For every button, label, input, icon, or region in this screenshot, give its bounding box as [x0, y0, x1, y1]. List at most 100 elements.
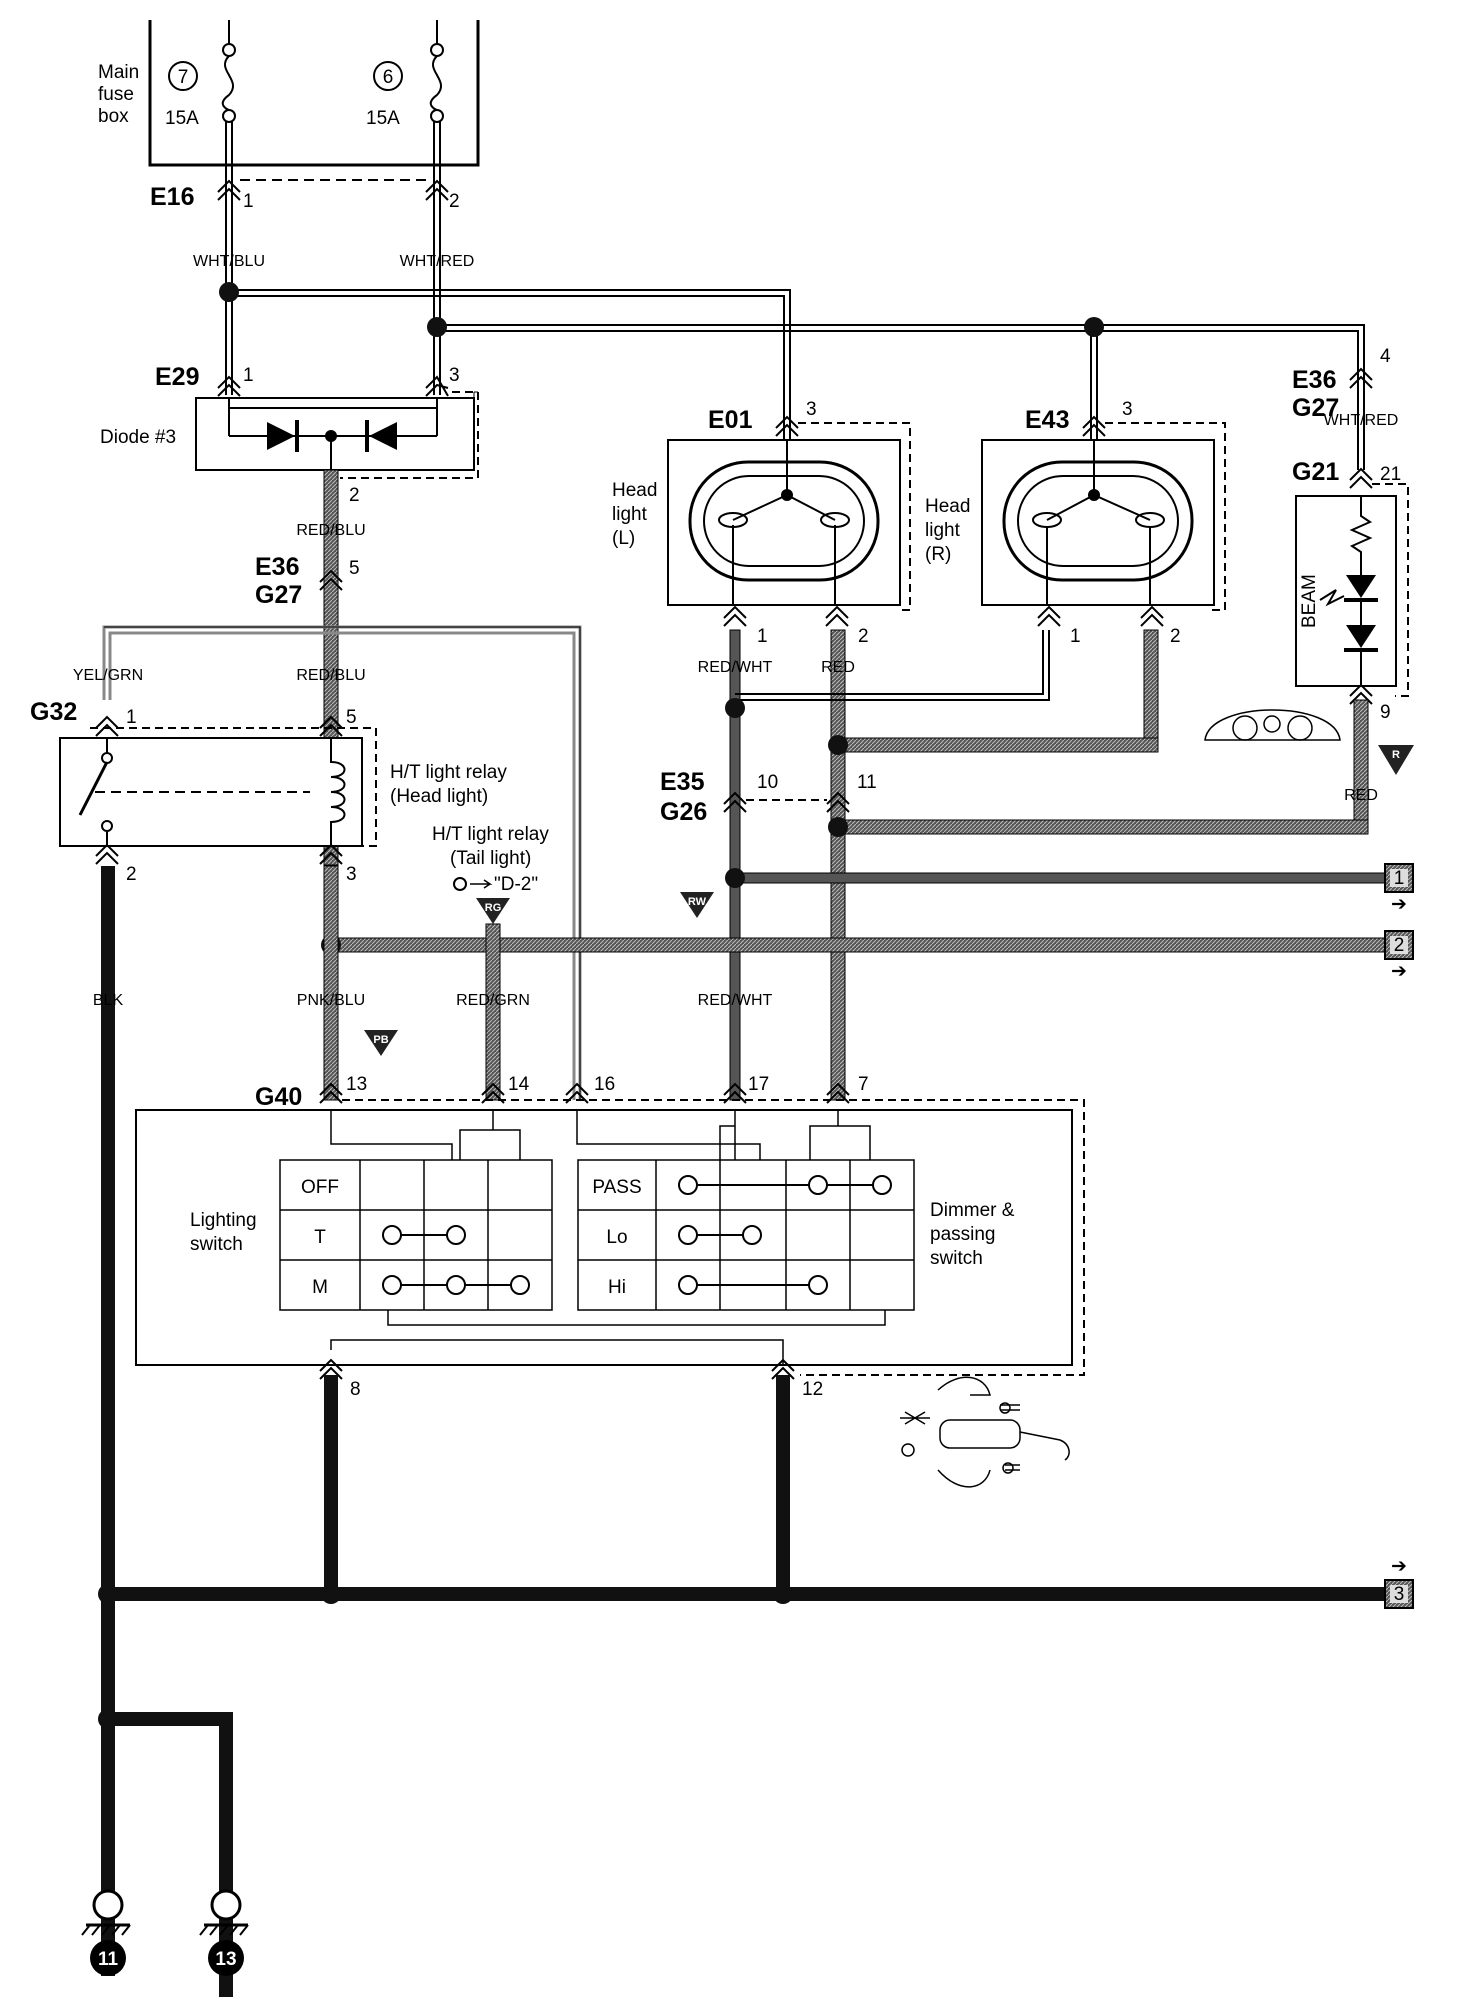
svg-text:E43: E43 [1025, 406, 1069, 434]
junction [828, 735, 848, 755]
led-2 [1346, 625, 1376, 648]
connector-e29: E29 1 3 [155, 363, 460, 397]
junction [828, 817, 848, 837]
diode-symbol-left [267, 422, 295, 450]
resistor [1349, 496, 1373, 575]
junction [219, 282, 239, 302]
svg-text:14: 14 [508, 1074, 530, 1095]
headlight-r-label-2: light [925, 520, 961, 541]
svg-text:PB: PB [373, 1034, 388, 1046]
svg-text:R: R [1392, 749, 1400, 761]
svg-text:11: 11 [857, 772, 877, 793]
wire-label-yel-grn: YEL/GRN [73, 667, 143, 684]
dimmer-row-pass: PASS [592, 1177, 641, 1198]
ground-11: 11 [81, 1889, 131, 1976]
beam-label: BEAM [1299, 574, 1320, 628]
svg-text:13: 13 [346, 1074, 367, 1095]
headlight-r-label-3: (R) [925, 544, 951, 565]
svg-text:12: 12 [802, 1379, 823, 1400]
svg-text:21: 21 [1380, 464, 1401, 485]
relay-tail-light: H/T light relay (Tail light) "D-2" RG [432, 824, 549, 924]
svg-text:7: 7 [858, 1074, 869, 1095]
svg-text:5: 5 [346, 707, 357, 728]
wire-label-red: RED [821, 659, 855, 676]
relay-switch-contact [78, 761, 109, 816]
lighting-switch-contacts [382, 1225, 530, 1295]
svg-text:13: 13 [215, 1949, 236, 1970]
relay-head-label-1: H/T light relay [390, 762, 507, 783]
svg-text:3: 3 [806, 399, 817, 420]
svg-text:E29: E29 [155, 363, 199, 391]
fuse-7-symbol [221, 55, 235, 111]
relay-coil [330, 738, 346, 846]
junction [321, 1584, 341, 1604]
ref-3: 3 ➔ [1384, 1556, 1414, 1609]
wire-label-red-wht-2: RED/WHT [698, 992, 773, 1009]
marker-rg [476, 898, 510, 924]
svg-text:10: 10 [757, 772, 778, 793]
svg-text:RW: RW [688, 896, 707, 908]
dimmer-switch-label-3: switch [930, 1248, 983, 1269]
wire-e43-1 [735, 630, 1050, 701]
svg-text:1: 1 [243, 191, 254, 212]
wire-ground-8 [324, 1375, 338, 1600]
combination-switch-stalk-icon [900, 1376, 1070, 1488]
diode-symbol-right [369, 422, 397, 450]
svg-text:5: 5 [349, 558, 360, 579]
bulb-icon [453, 877, 467, 891]
wire-label-red-grn: RED/GRN [456, 992, 530, 1009]
svg-text:3: 3 [346, 864, 357, 885]
wire-label-red-blu-2: RED/BLU [296, 667, 365, 684]
lighting-row-m: M [312, 1277, 328, 1298]
svg-text:2: 2 [449, 191, 460, 212]
fuse-6-symbol [429, 55, 443, 111]
headlight-pins [723, 605, 1164, 627]
wire-label-blk: BLK [93, 992, 124, 1009]
arrow-down-icon: ➔ [1391, 961, 1407, 982]
svg-text:8: 8 [350, 1379, 361, 1400]
svg-text:9: 9 [1380, 702, 1391, 723]
svg-text:1: 1 [1070, 626, 1081, 647]
wire-e43-2 [1143, 629, 1159, 751]
headlight-r-label-1: Head [925, 496, 970, 517]
svg-text:2: 2 [1394, 935, 1405, 956]
headlight-left: E01 3 Head light (L) [612, 399, 911, 611]
svg-text:2: 2 [1170, 626, 1181, 647]
connector-e35-g26: E35 G26 10 11 [660, 768, 877, 826]
svg-text:E36: E36 [255, 553, 299, 581]
svg-text:G32: G32 [30, 698, 77, 726]
fuse-7-number: 7 [178, 67, 189, 88]
wire-label-red-blu: RED/BLU [296, 522, 365, 539]
headlight-l-label-3: (L) [612, 528, 635, 549]
main-fuse-box: Main fuse box 7 15A 6 15A [98, 20, 480, 167]
svg-text:17: 17 [748, 1074, 769, 1095]
dimmer-row-lo: Lo [606, 1227, 627, 1248]
relay-head-label-2: (Head light) [390, 786, 488, 807]
junction [1084, 317, 1104, 337]
headlight-l-label-2: light [612, 504, 648, 525]
connector-e16: E16 1 2 [150, 179, 460, 212]
svg-text:E01: E01 [708, 406, 753, 434]
marker-r [1378, 745, 1414, 775]
svg-text:11: 11 [98, 1949, 119, 1970]
fuse-6-number: 6 [383, 67, 394, 88]
arrow-icon [470, 879, 493, 889]
relay-tail-ref: "D-2" [494, 874, 538, 895]
junction [427, 317, 447, 337]
dimmer-switch-label-2: passing [930, 1224, 996, 1245]
lighting-row-t: T [314, 1227, 326, 1248]
marker-pb [364, 1030, 398, 1056]
svg-text:E16: E16 [150, 183, 194, 211]
junction [98, 1584, 118, 1604]
fuse-box-label-1: Main [98, 62, 139, 83]
ref-2: 2 ➔ [1384, 930, 1414, 982]
svg-text:E35: E35 [660, 768, 705, 796]
wire-ground-12 [776, 1375, 790, 1600]
wire-blk [101, 866, 115, 1976]
lighting-row-off: OFF [301, 1177, 339, 1198]
wire-label-wht-blu: WHT/BLU [193, 253, 265, 270]
ground-13: 13 [199, 1889, 249, 1976]
svg-text:3: 3 [1122, 399, 1133, 420]
wire-ref-3 [108, 1587, 1385, 1601]
relay-head-light: G32 1 5 2 3 H/T light relay (Head light) [30, 698, 507, 885]
